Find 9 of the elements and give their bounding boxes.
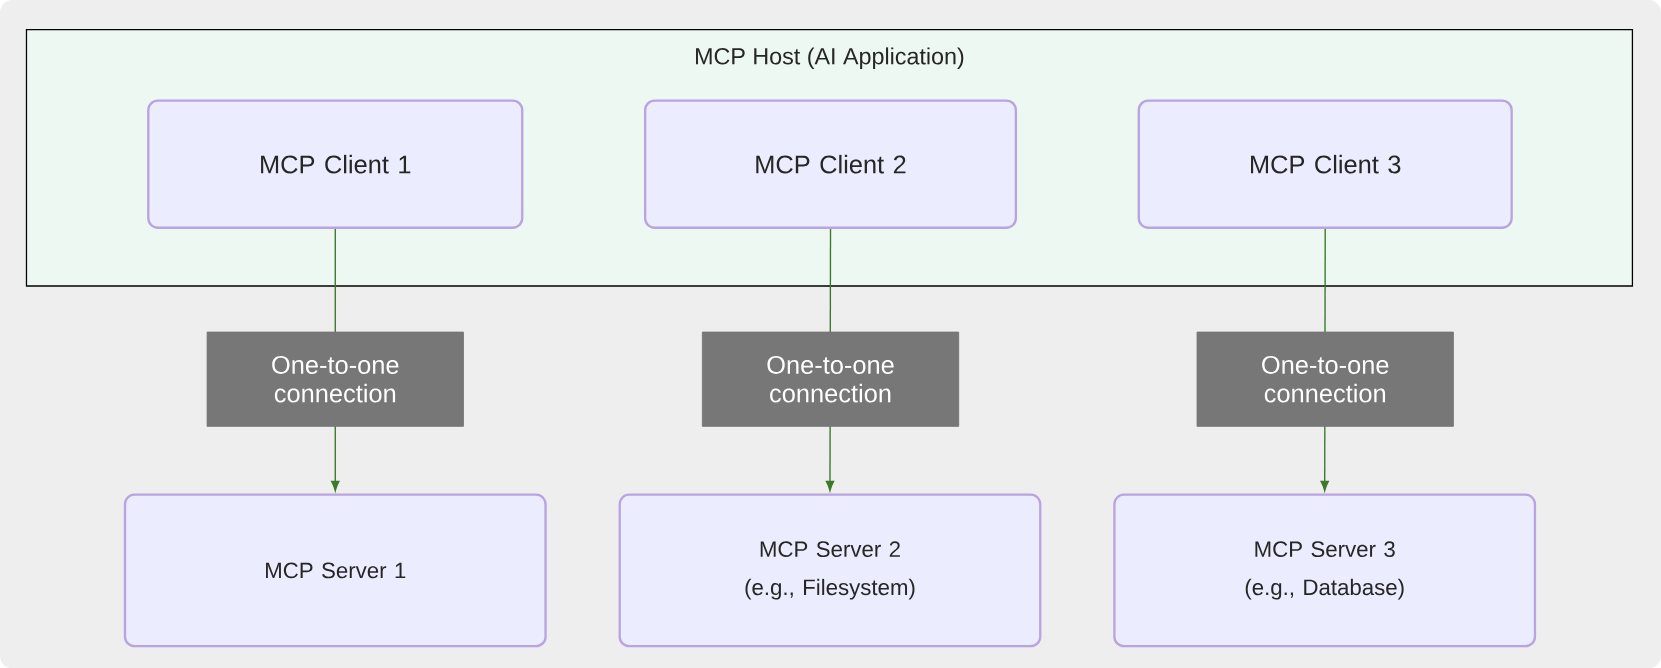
server-box: MCP Server 3 (e.g., Database) xyxy=(1113,493,1537,648)
edge-label: One-to-one connection xyxy=(1196,331,1454,427)
server-box: MCP Server 1 xyxy=(123,493,547,648)
server-box: MCP Server 2 (e.g., Filesystem) xyxy=(618,493,1042,648)
edge-label: One-to-one connection xyxy=(206,331,464,427)
edge-label: One-to-one connection xyxy=(701,331,960,427)
client-box: MCP Client 3 xyxy=(1137,99,1513,229)
client-box: MCP Client 2 xyxy=(643,99,1018,229)
client-box: MCP Client 1 xyxy=(147,99,524,229)
